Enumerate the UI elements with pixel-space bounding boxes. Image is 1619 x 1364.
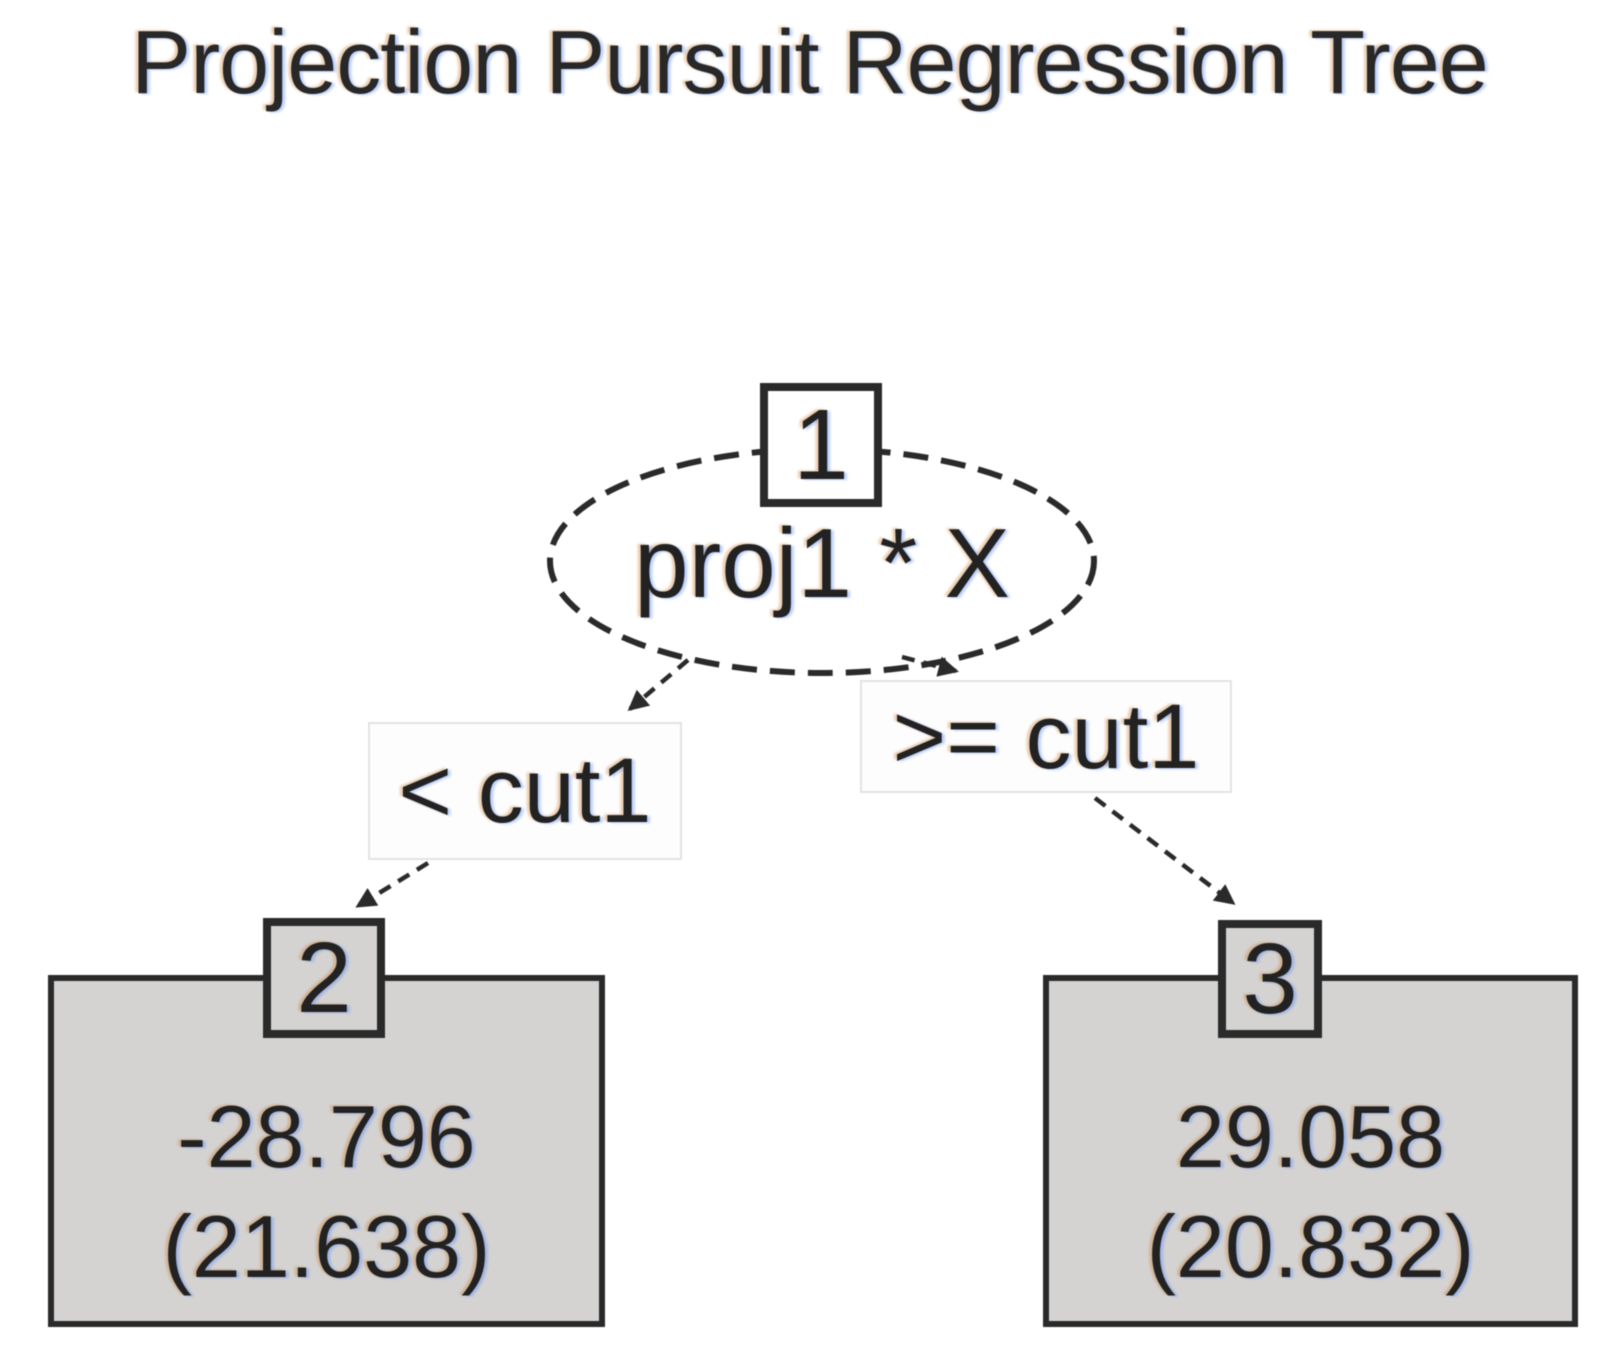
edge-left-lower: [355, 861, 430, 908]
leaf-node-3-id-box: 3: [1218, 920, 1322, 1038]
leaf-node-3-value: 29.058: [1175, 1087, 1446, 1186]
edge-label-right: >= cut1: [860, 680, 1232, 793]
edge-right-upper: [901, 654, 960, 677]
root-node-id-box: 1: [760, 383, 882, 507]
root-node-ellipse: [547, 446, 1097, 676]
edge-label-left: < cut1: [368, 722, 682, 860]
leaf-node-2-id-box: 2: [263, 918, 385, 1038]
leaf-node-3-deviance: (20.832): [1146, 1197, 1475, 1296]
leaf-node-2-deviance: (21.638): [162, 1197, 491, 1296]
root-node-label: proj1 * X: [634, 508, 1010, 618]
edge-right-lower: [1093, 796, 1236, 905]
leaf-node-2-value: -28.796: [177, 1087, 476, 1186]
edge-left-upper: [627, 658, 690, 712]
plot-title: Projection Pursuit Regression Tree: [131, 13, 1489, 113]
